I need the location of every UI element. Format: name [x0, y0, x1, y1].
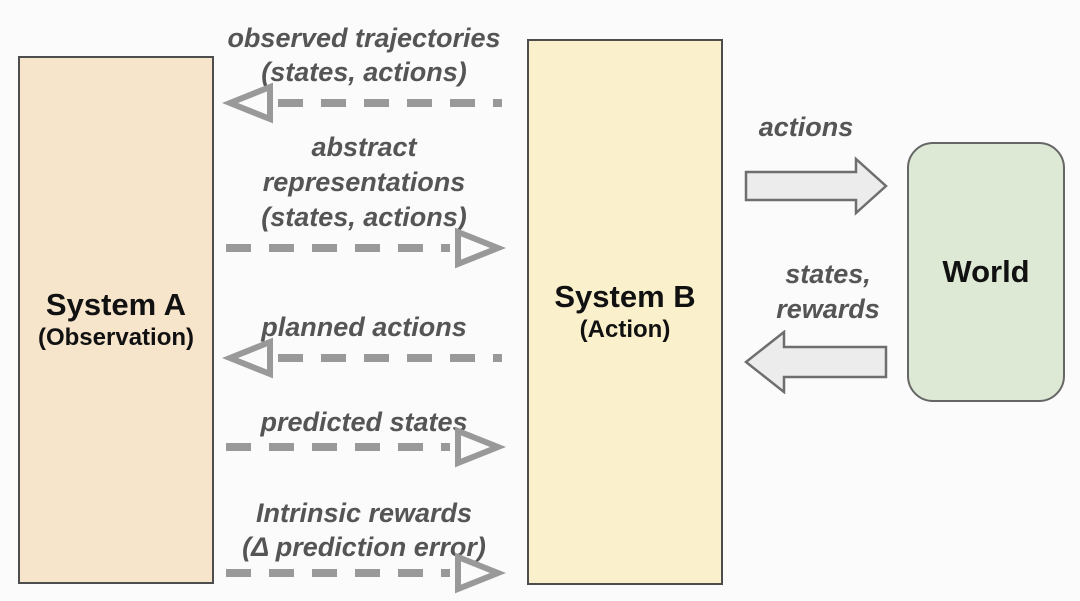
dashed-arrow-right-icon — [226, 227, 506, 269]
dashed-arrow-left-icon — [222, 82, 502, 124]
channel-label-intrinsic-rewards: Intrinsic rewards (Δ prediction error) — [242, 498, 486, 562]
dashed-arrow-right-icon — [226, 426, 506, 468]
world-title: World — [942, 254, 1030, 289]
channel-label-predicted-states: predicted states — [260, 407, 468, 437]
world-box: World — [907, 142, 1065, 402]
dashed-arrow-left-icon — [222, 337, 502, 379]
channel-label-abstract-representations: abstract representations (states, action… — [261, 132, 467, 232]
system-a-title: System A — [45, 287, 187, 322]
block-arrow-right-icon — [744, 156, 888, 216]
io-label-actions: actions — [758, 112, 854, 142]
channel-label-observed-trajectories: observed trajectories (states, actions) — [227, 23, 501, 87]
system-b-subtitle: (Action) — [579, 316, 671, 343]
dashed-arrow-right-icon — [226, 552, 506, 594]
system-a-subtitle: (Observation) — [37, 324, 195, 351]
system-b-box: System B (Action) — [527, 39, 723, 585]
io-label-states-rewards: states, rewards — [776, 259, 880, 324]
system-a-box: System A (Observation) — [18, 56, 214, 584]
block-arrow-left-icon — [744, 330, 888, 394]
system-b-title: System B — [554, 279, 696, 314]
channel-label-planned-actions: planned actions — [261, 312, 467, 342]
